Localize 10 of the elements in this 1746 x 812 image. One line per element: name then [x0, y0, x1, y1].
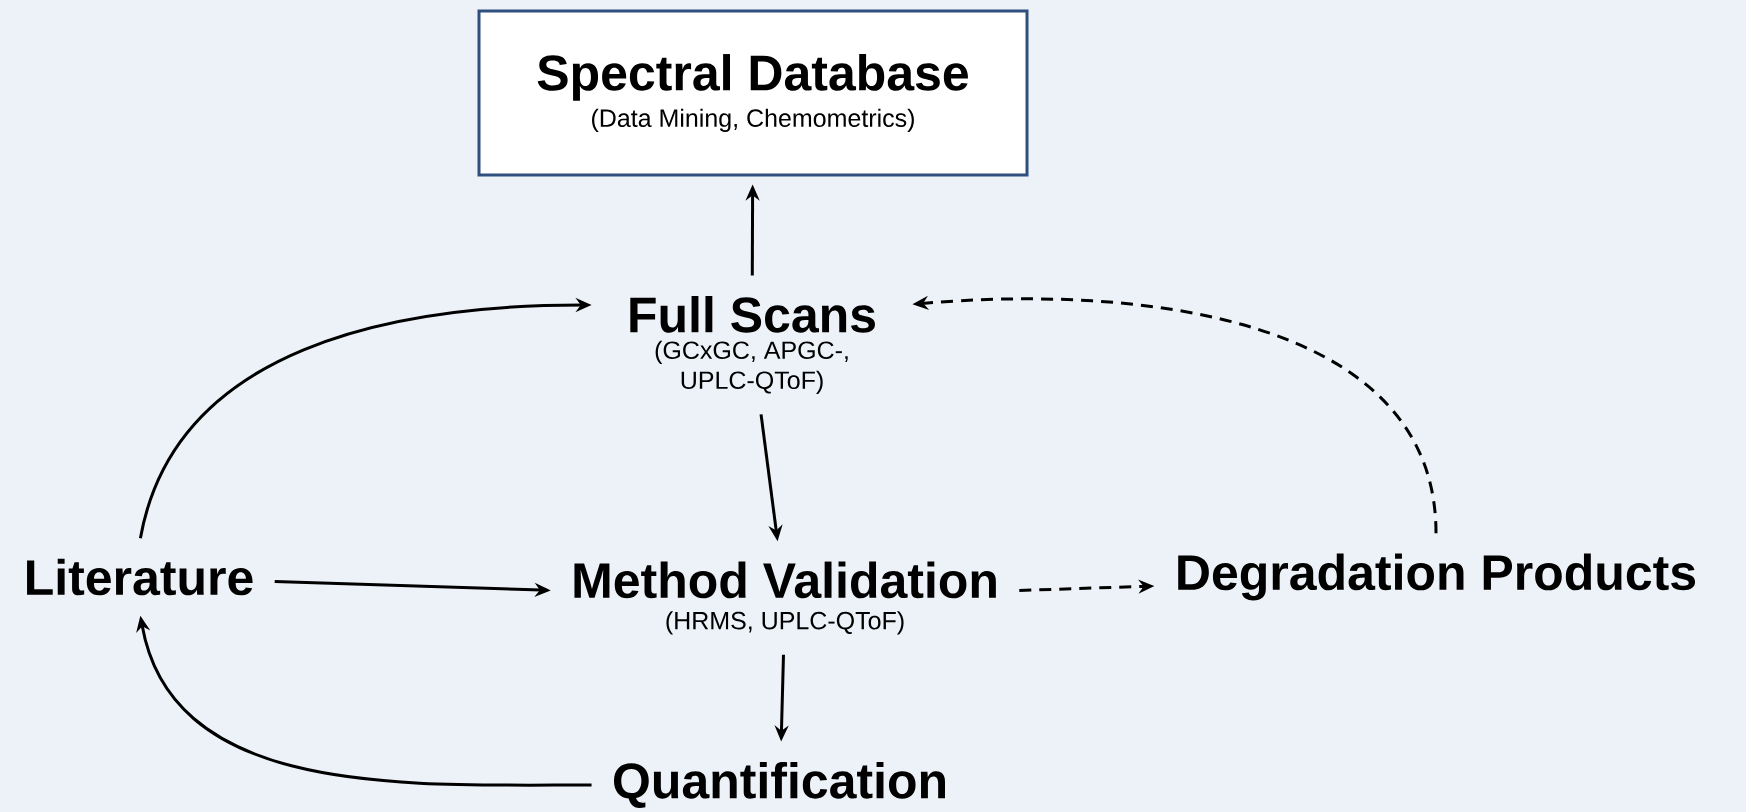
- heading: Literature: [27, 558, 253, 596]
- subtitle: (Data Mining, Chemometrics): [592, 108, 914, 132]
- heading: Spectral Database: [537, 54, 968, 101]
- heading: Method Validation: [574, 561, 996, 599]
- subtitle: (GCxGC, APGC-, UPLC-QToF): [655, 340, 848, 394]
- heading: Quantification: [614, 761, 945, 809]
- subtitle: (HRMS, UPLC-QToF): [666, 611, 904, 635]
- heading: Degradation Products: [1178, 553, 1696, 601]
- heading: Full Scans: [630, 296, 875, 333]
- database-box: [477, 9, 1029, 177]
